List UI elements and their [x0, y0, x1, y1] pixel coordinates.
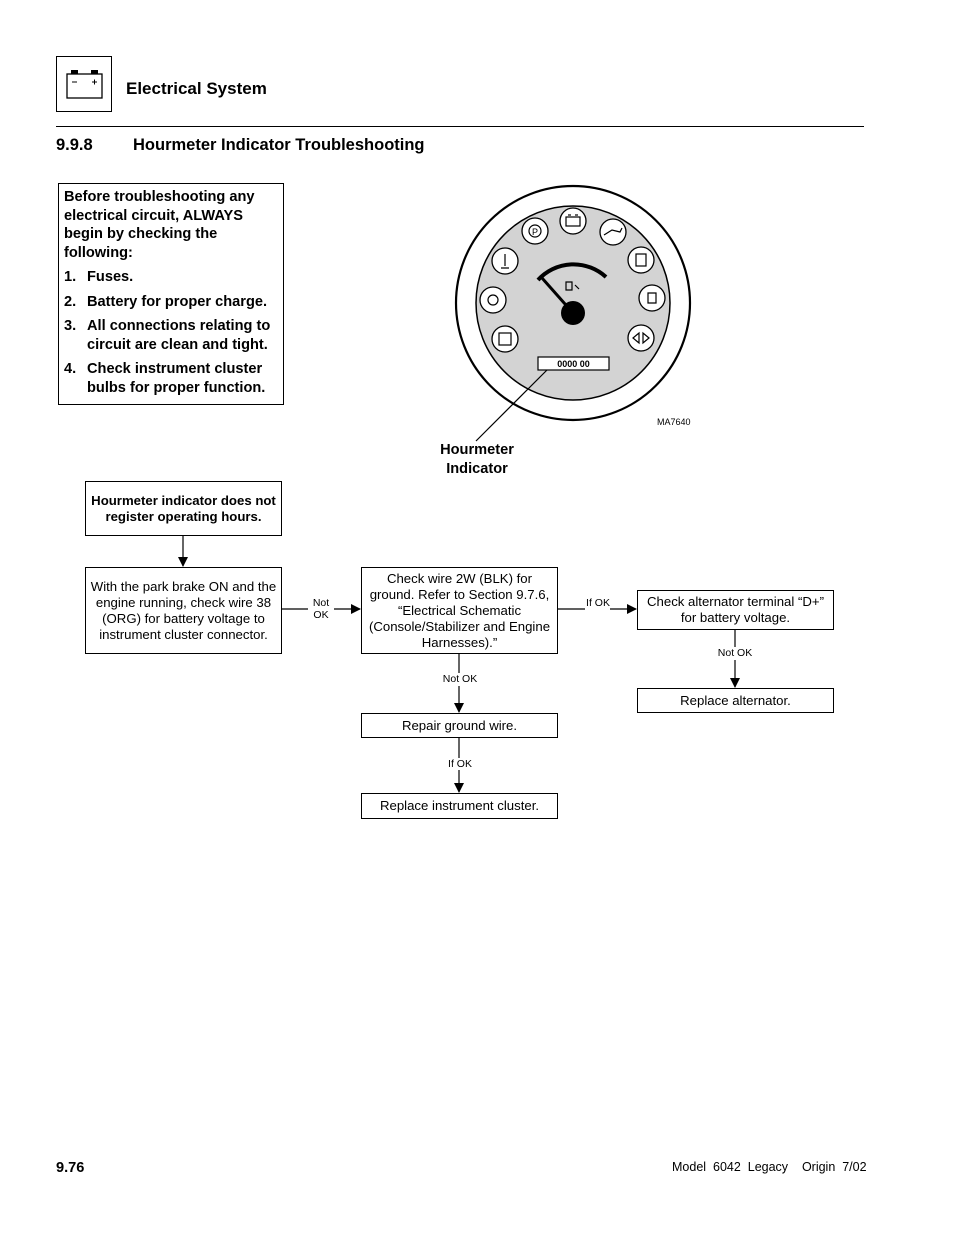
- note-item: 2.Battery for proper charge.: [64, 293, 268, 310]
- section-title: Electrical System: [126, 79, 267, 98]
- heading-title: Hourmeter Indicator Troubleshooting: [133, 136, 425, 154]
- lights-icon: [638, 284, 666, 312]
- engine-filter-icon: [479, 286, 507, 314]
- heading-number: 9.9.8: [56, 136, 93, 154]
- note-intro: Before troubleshooting any electrical ci…: [64, 189, 255, 261]
- flow-label-if-ok: If OK: [448, 758, 472, 770]
- svg-text:P: P: [532, 227, 538, 237]
- battery-icon: [559, 207, 587, 235]
- battery-icon: [66, 70, 103, 99]
- note-item: 4.Check instrument cluster bulbs for pro…: [64, 361, 266, 396]
- figure-caption: Hourmeter Indicator: [440, 442, 514, 477]
- flow-step4-box: Replace alternator.: [637, 688, 834, 713]
- hourmeter-reading: 0000 00: [557, 359, 590, 369]
- flow-step3-box: Check alternator terminal “D+” for batte…: [637, 590, 834, 630]
- turn-signal-icon: [627, 324, 655, 352]
- note-list: 1.Fuses. 2.Battery for proper charge. 3.…: [64, 268, 278, 397]
- oil-pressure-icon: [599, 218, 627, 246]
- flow-label-not-ok: Not OK: [312, 597, 330, 621]
- flow-label-not-ok: Not OK: [442, 673, 478, 685]
- flow-start-box: Hourmeter indicator does not register op…: [85, 481, 282, 536]
- note-item: 1.Fuses.: [64, 269, 134, 285]
- transmission-temp-icon: [627, 246, 655, 274]
- figure-code: MA7640: [657, 417, 691, 427]
- flow-step6-box: Replace instrument cluster.: [361, 793, 558, 819]
- park-brake-icon: [521, 217, 549, 245]
- precheck-note: Before troubleshooting any electrical ci…: [58, 183, 284, 405]
- page-number: 9.76: [56, 1160, 85, 1176]
- flow-step5-box: Repair ground wire.: [361, 713, 558, 738]
- instrument-cluster-gauge: P 0000 00: [454, 184, 692, 442]
- flow-label-not-ok: Not OK: [717, 647, 753, 659]
- header-rule: [56, 126, 864, 127]
- footer-info: Model 6042 Legacy Origin 7/02: [672, 1160, 867, 1174]
- flow-label-if-ok: If OK: [586, 597, 610, 609]
- flow-step2-box: Check wire 2W (BLK) for ground. Refer to…: [361, 567, 558, 654]
- battery-icon-box: [56, 56, 112, 112]
- flow-step1-box: With the park brake ON and the engine ru…: [85, 567, 282, 654]
- note-item: 3.All connections relating to circuit ar…: [64, 318, 271, 353]
